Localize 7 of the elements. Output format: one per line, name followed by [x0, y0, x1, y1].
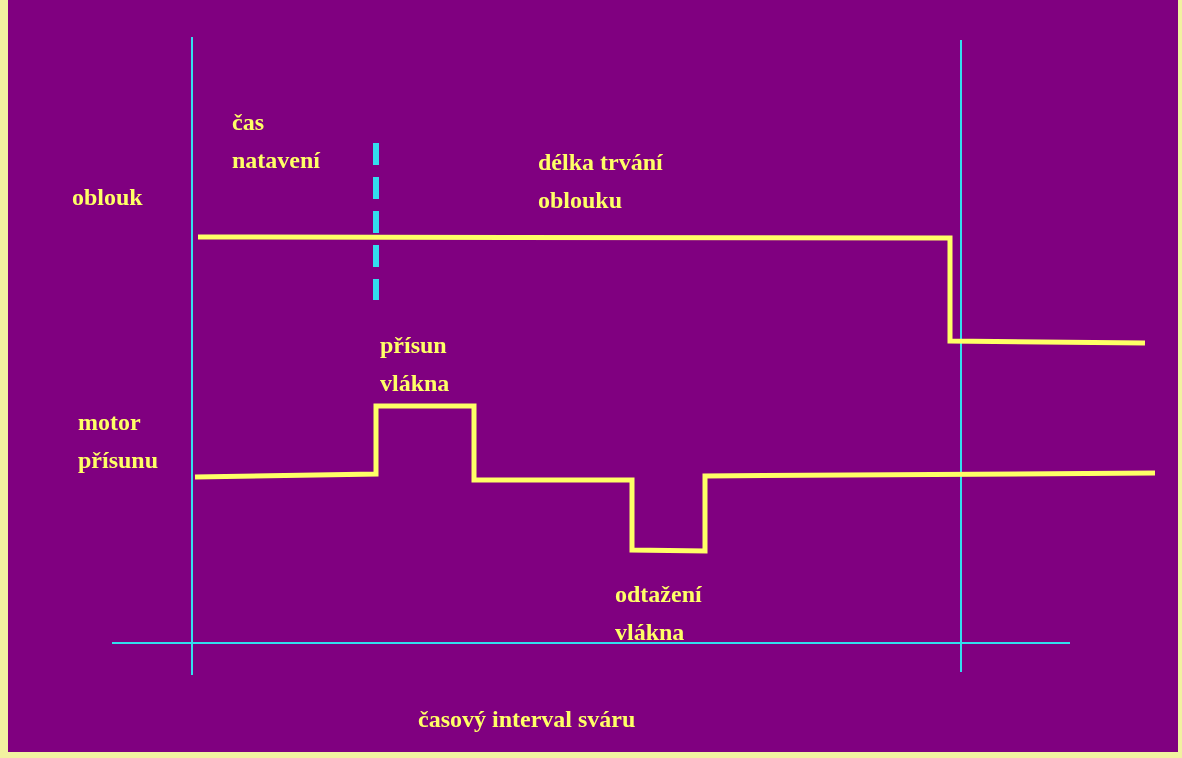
signal-label: motor přísunu	[78, 408, 160, 475]
signal-label: oblouk	[72, 183, 144, 212]
signal-label: přísun vlákna	[380, 331, 451, 398]
signal-label: délka trvání oblouku	[538, 148, 664, 215]
signal-label: časový interval sváru	[418, 705, 637, 734]
signal-label: čas natavení	[232, 108, 321, 175]
signal-label: odtažení vlákna	[615, 580, 703, 647]
